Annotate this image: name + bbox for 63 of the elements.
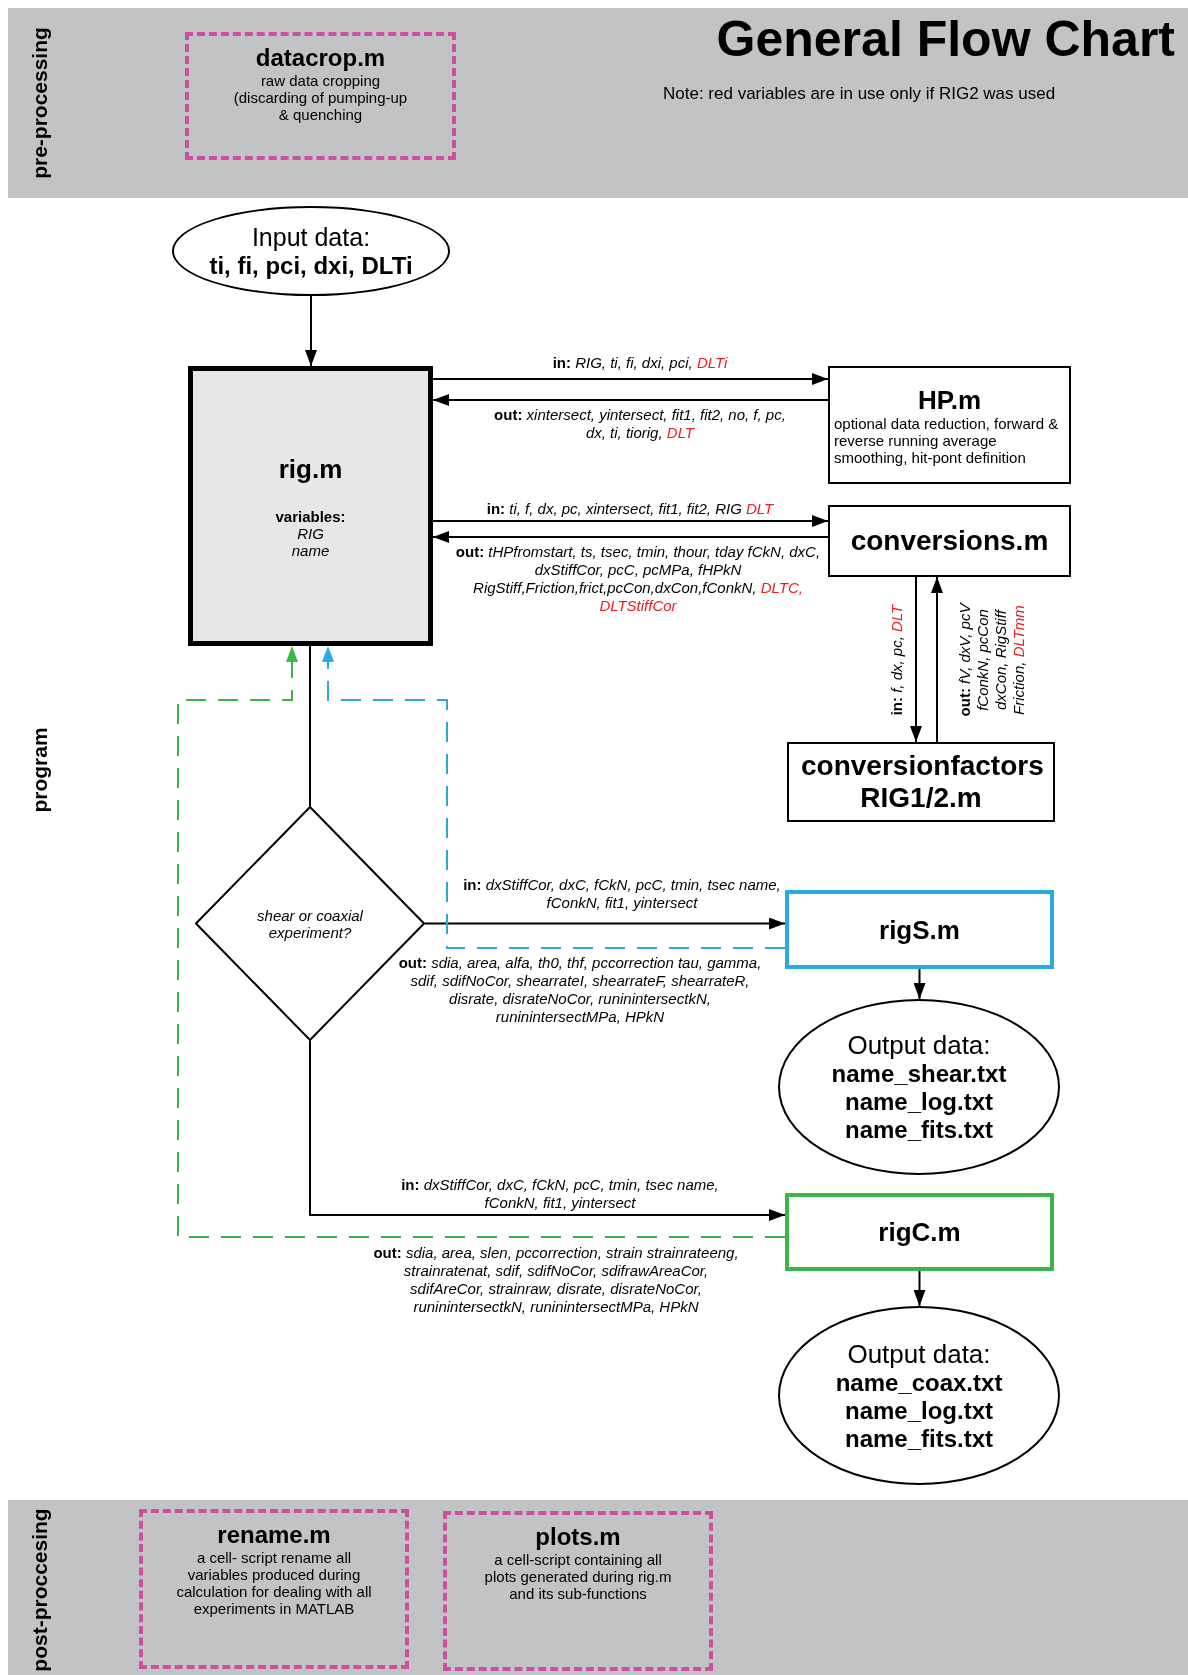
node-title: Input data:	[251, 222, 371, 252]
section-label: pre-processing	[28, 27, 52, 179]
edge-label: in: dxStiffCor, dxC, fCkN, pcC, tmin, tsec name, fConkN, fit1, yintersect	[400, 1176, 720, 1212]
script-box	[185, 32, 456, 160]
node-text: a cell- script rename all variables produced during calculation for dealing with all experiments in MATLAB	[175, 1549, 373, 1617]
script-box	[139, 1509, 409, 1669]
node-text: conversionfactors RIG1/2.m	[801, 750, 1041, 814]
node-text: optional data reduction, forward & reverse running average smoothing, hit-pont definition	[833, 414, 1060, 466]
node-title: Output data:	[847, 1030, 991, 1060]
arrow	[322, 645, 786, 949]
file-name: name_log.txt	[845, 1396, 993, 1425]
edge-label: in: RIG, ti, fi, dxi, pci, DLTi	[551, 354, 729, 372]
file-name: name_coax.txt	[835, 1368, 1003, 1397]
node-text: shear or coaxial experiment?	[256, 906, 364, 941]
connector-line	[309, 645, 311, 807]
edge-label: in: dxStiffCor, dxC, fCkN, pcC, tmin, tsec name, fConkN, fit1, yintersect	[462, 876, 782, 912]
arrow	[913, 1270, 926, 1307]
arrow	[309, 1040, 786, 1221]
arrow	[305, 295, 317, 367]
file-name: name_fits.txt	[844, 1116, 993, 1144]
node-title: Output data:	[847, 1338, 991, 1369]
edge-label: out: xintersect, yintersect, fit1, fit2, no, f, pc, dx, ti, tiorig, DLT	[493, 406, 787, 442]
process-box	[828, 366, 1071, 484]
process-box	[785, 890, 1054, 969]
node-text: a cell-script containing all plots generated during rig.m and its sub-functions	[483, 1551, 673, 1602]
node-title: plots.m	[535, 1523, 621, 1551]
arrow	[432, 373, 829, 385]
edge-label: in: f, dx, pc, DLT	[888, 603, 906, 718]
arrow	[177, 645, 786, 1238]
file-name: name_log.txt	[845, 1088, 993, 1116]
arrow	[432, 394, 829, 406]
node-text: raw data cropping (discarding of pumping-up & quenching	[232, 72, 409, 123]
script-box	[443, 1511, 713, 1671]
process-box	[787, 742, 1055, 822]
arrow	[913, 968, 926, 1000]
node-title: rig.m	[278, 453, 343, 484]
node-title: datacrop.m	[255, 44, 386, 72]
edge-label: in: ti, f, dx, pc, xintersect, fit1, fit2, RIG DLT	[485, 500, 775, 518]
section-label: program	[28, 727, 52, 813]
file-name: name_fits.txt	[844, 1424, 993, 1453]
node-title: HP.m	[917, 384, 982, 415]
node-text: variables:	[275, 507, 346, 525]
note-text: Note: red variables are in use only if RIG2 was used	[663, 84, 1056, 104]
edge-label: out: sdia, area, slen, pccorrection, strain strainrateeng, strainratenat, sdif, sdifNoCor, sdifrawAreaCor, sdifAreCor, strainraw, disrate, disrateNoCor, runinintersectkN, runinintersectMPa, HPkN	[372, 1244, 740, 1316]
file-name: ti, fi, pci, dxi, DLTi	[209, 251, 413, 280]
arrow	[910, 576, 922, 743]
node-text: RIG name	[290, 524, 331, 559]
node-title: rename.m	[217, 1521, 331, 1549]
section-label: post-proccesing	[28, 1508, 52, 1672]
process-box	[188, 366, 433, 646]
node-text: conversions.m	[850, 525, 1049, 557]
file-name: name_shear.txt	[831, 1060, 1007, 1088]
arrow	[931, 576, 943, 743]
node-text: rigS.m	[879, 914, 960, 945]
node-text: rigC.m	[878, 1217, 961, 1247]
process-box	[828, 505, 1071, 577]
edge-label: out: tHPfromstart, ts, tsec, tmin, thour, tday fCkN, dxC, dxStiffCor, pcC, pcMPa, fHPkN RigStiff,Friction,frict,pcCon,dxCon,fConkN, DLTC, DLTStiffCor	[454, 543, 822, 615]
arrow	[432, 515, 829, 527]
edge-label: out: sdia, area, alfa, th0, thf, pccorrection tau, gamma, sdif, sdifNoCor, shearrateI, shearrateF, shearrateR, disrate, disrateNoCor, runinintersectkN, runinintersectMPa, HPkN	[397, 954, 763, 1026]
arrow	[432, 531, 829, 543]
diagram-title: General Flow Chart	[716, 10, 1175, 68]
process-box	[785, 1193, 1054, 1271]
arrow	[424, 917, 786, 930]
